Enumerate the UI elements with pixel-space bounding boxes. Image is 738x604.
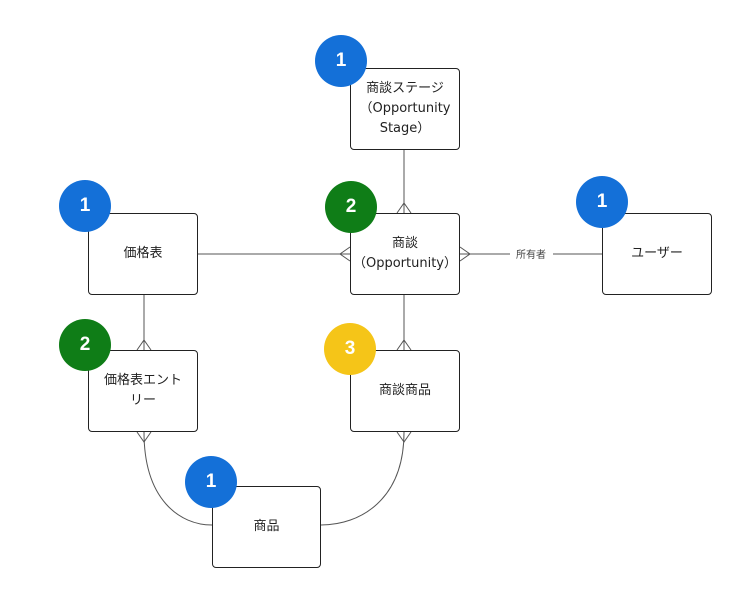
crowfoot-opportunity-right <box>459 246 471 262</box>
crowfoot-opportunity-top <box>396 202 412 214</box>
entity-product-label: 商品 <box>253 518 280 534</box>
entity-user[interactable]: ユーザー <box>602 213 712 295</box>
badge-opportunity: 2 <box>325 181 377 233</box>
crowfoot-entry-top <box>136 339 152 351</box>
entity-price-book-label: 価格表 <box>123 245 163 261</box>
entity-opportunity-stage-label: 商談ステージ （Opportunity Stage） <box>359 80 451 137</box>
entity-opportunity-stage[interactable]: 商談ステージ （Opportunity Stage） <box>350 68 460 150</box>
entity-opportunity-label: 商談 （Opportunity） <box>352 235 457 271</box>
crowfoot-oppproduct-bottom <box>396 431 412 443</box>
entity-opportunity-product-label: 商談商品 <box>378 382 431 398</box>
entity-price-book[interactable]: 価格表 <box>88 213 198 295</box>
entity-price-book-entry-label: 価格表エント リー <box>103 372 182 408</box>
badge-user: 1 <box>576 176 628 228</box>
badge-opportunity-product: 3 <box>324 323 376 375</box>
entity-product[interactable]: 商品 <box>212 486 321 568</box>
entity-price-book-entry[interactable]: 価格表エント リー <box>88 350 198 432</box>
badge-product: 1 <box>185 456 237 508</box>
crowfoot-oppproduct-top <box>396 339 412 351</box>
edge-entry-product <box>143 431 213 526</box>
entity-opportunity[interactable]: 商談 （Opportunity） <box>350 213 460 295</box>
badge-price-book: 1 <box>59 180 111 232</box>
owner-edge-label: 所有者 <box>516 248 546 261</box>
edge-oppproduct-product <box>320 431 405 526</box>
badge-price-book-entry: 2 <box>59 319 111 371</box>
crowfoot-opportunity-left <box>339 246 351 262</box>
entity-user-label: ユーザー <box>631 245 683 261</box>
badge-opportunity-stage: 1 <box>315 35 367 87</box>
crowfoot-entry-bottom <box>136 431 152 443</box>
